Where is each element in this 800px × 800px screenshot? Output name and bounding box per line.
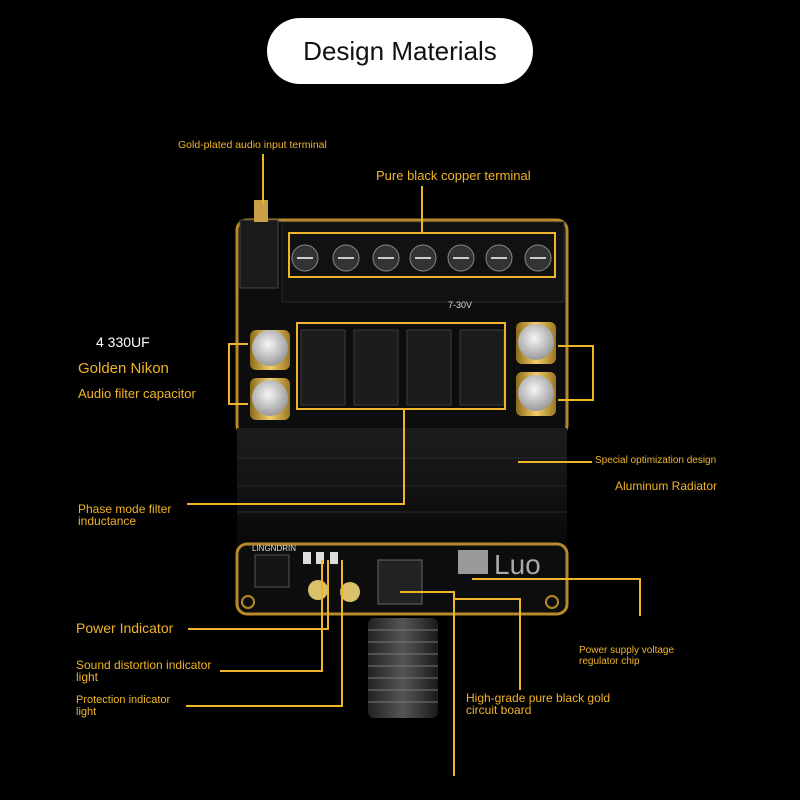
circuit-board-label-1: High-grade pure black gold bbox=[466, 691, 611, 705]
terminal-highlight-box bbox=[288, 232, 556, 278]
distortion-label-2: light bbox=[76, 670, 99, 684]
capacitors bbox=[250, 322, 556, 420]
right-capacitor-highlight-box bbox=[558, 345, 594, 401]
circuit-board-leader-h bbox=[454, 598, 520, 600]
protection-leader-v bbox=[341, 560, 343, 707]
inductor-highlight-box bbox=[296, 322, 506, 410]
regulator-label-1: Power supply voltage bbox=[579, 645, 675, 656]
regulator-label-2: regulator chip bbox=[579, 656, 640, 667]
power-indicator-label: Power Indicator bbox=[76, 620, 174, 636]
protection-label-2: light bbox=[76, 706, 97, 718]
power-indicator-leader-v bbox=[327, 560, 329, 630]
capacitor-brand-label: Golden Nikon bbox=[78, 360, 169, 377]
page-title: Design Materials bbox=[303, 35, 497, 66]
circuit-board-label-2: circuit board bbox=[466, 703, 532, 717]
protection-leader-h bbox=[186, 705, 342, 707]
power-indicator-leader-h bbox=[188, 628, 328, 630]
capacitor-type-label: Audio filter capacitor bbox=[78, 386, 196, 401]
watermark: Luo bbox=[494, 549, 541, 580]
pin-marking: LINGNDRIN bbox=[252, 544, 296, 553]
indicator-leds bbox=[303, 552, 338, 564]
pin-header bbox=[254, 554, 290, 588]
terminal-block bbox=[281, 221, 565, 303]
audio-input-leader bbox=[262, 154, 264, 204]
heatsink bbox=[237, 428, 567, 546]
circuit-board-leader-v bbox=[519, 598, 521, 690]
bottom-leader-h bbox=[400, 591, 454, 593]
regulator-leader-h bbox=[472, 578, 640, 580]
phase-filter-label-1: Phase mode filter bbox=[78, 502, 172, 516]
bottom-leader-v bbox=[453, 591, 455, 776]
distortion-label-1: Sound distortion indicator bbox=[76, 658, 212, 672]
distortion-leader-v bbox=[321, 560, 323, 672]
special-design-leader bbox=[518, 461, 592, 463]
phase-filter-leader-v bbox=[403, 408, 405, 504]
protection-label-1: Protection indicator bbox=[76, 694, 171, 706]
voltage-marking: 7-30V bbox=[448, 300, 472, 310]
distortion-leader-h bbox=[220, 670, 322, 672]
phase-filter-label-2: inductance bbox=[78, 514, 137, 528]
phase-filter-leader-h bbox=[187, 503, 405, 505]
copper-terminal-leader bbox=[421, 186, 423, 234]
capacitor-count-label: 4 330UF bbox=[96, 334, 150, 350]
audio-input-label: Gold-plated audio input terminal bbox=[178, 139, 327, 151]
left-capacitor-highlight-box bbox=[228, 343, 248, 405]
aluminum-radiator-label: Aluminum Radiator bbox=[615, 479, 718, 493]
regulator-leader-v bbox=[639, 578, 641, 616]
audio-jack bbox=[239, 219, 279, 289]
special-design-label: Special optimization design bbox=[595, 455, 717, 466]
title-pill: Design Materials bbox=[267, 18, 533, 84]
regulator-chip bbox=[377, 559, 423, 605]
volume-knob bbox=[368, 618, 438, 718]
inductors bbox=[300, 329, 505, 406]
copper-terminal-label: Pure black copper terminal bbox=[376, 168, 531, 183]
